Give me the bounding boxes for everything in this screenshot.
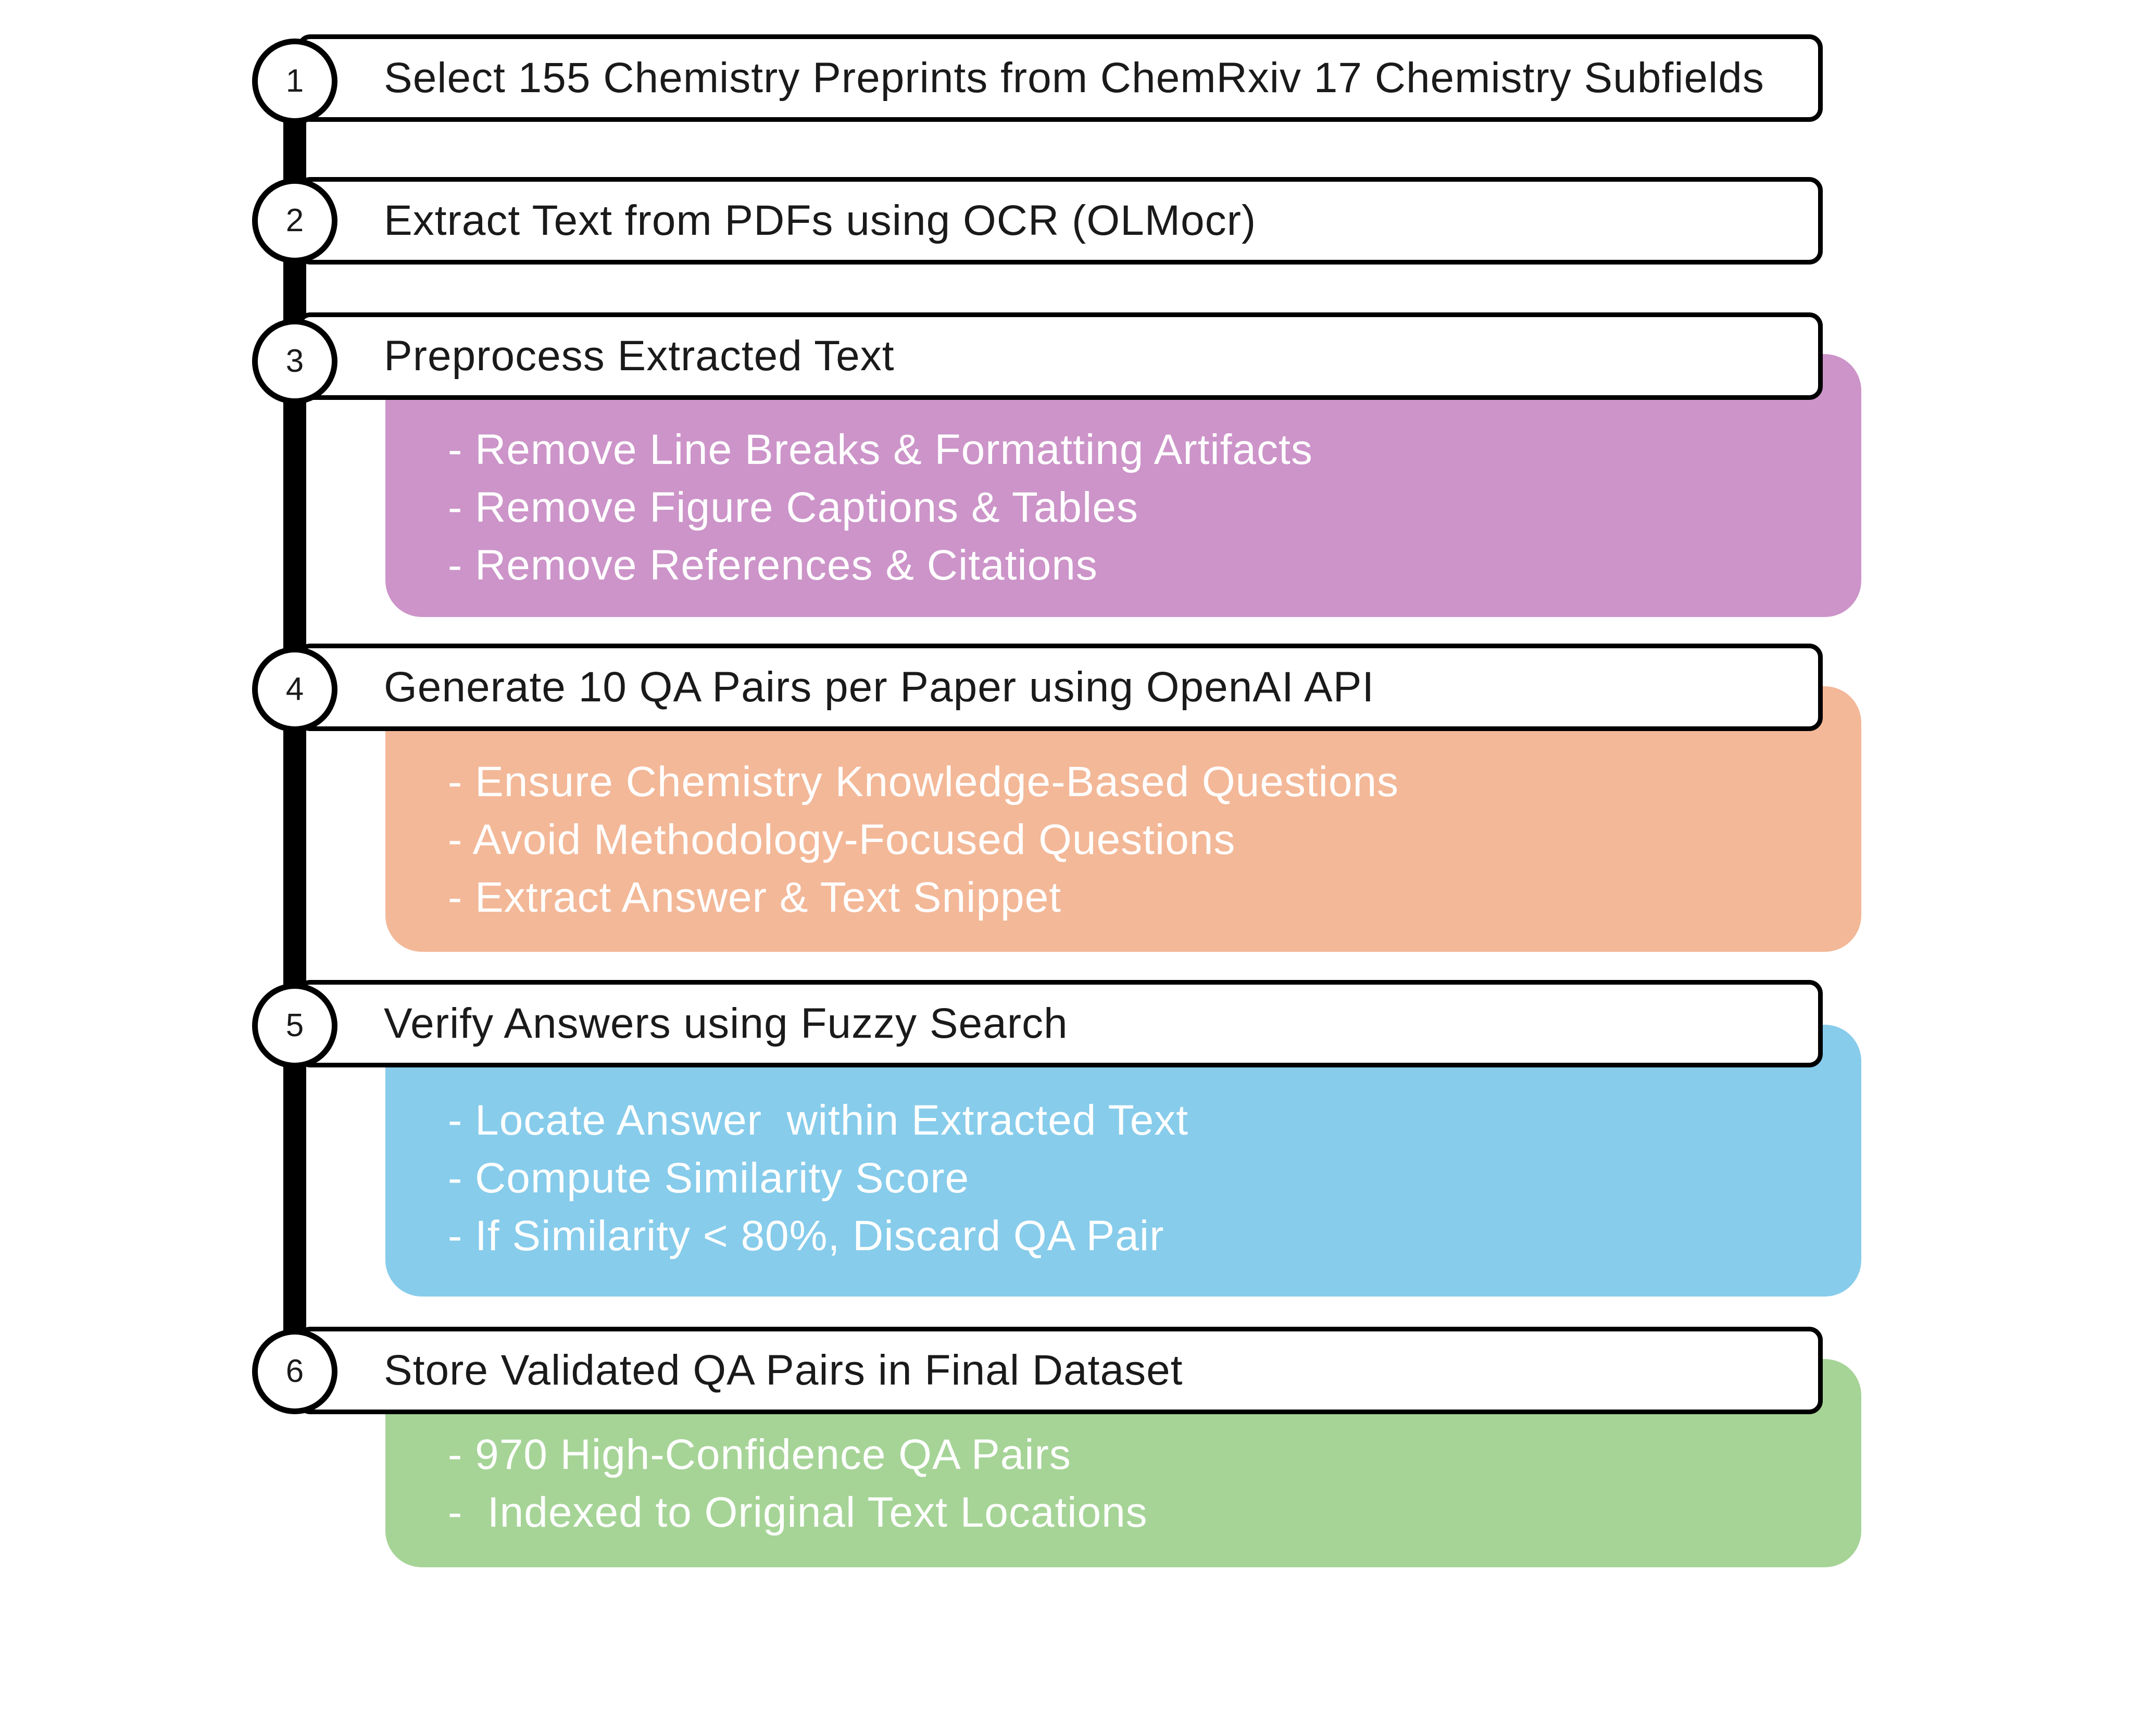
step-3-detail-2: - Remove Figure Captions & Tables (448, 484, 1138, 531)
step-5-box: Verify Answers using Fuzzy Search (297, 980, 1823, 1067)
step-2-title: Extract Text from PDFs using OCR (OLMocr… (384, 197, 1257, 244)
step-5-number-circle: 5 (252, 983, 337, 1068)
step-3-number-circle: 3 (252, 319, 337, 404)
step-6-detail-1: - 970 High-Confidence QA Pairs (448, 1431, 1071, 1478)
step-4-detail-3: - Extract Answer & Text Snippet (448, 874, 1061, 921)
step-3-detail-3: - Remove References & Citations (448, 542, 1098, 589)
step-1-title: Select 155 Chemistry Preprints from Chem… (384, 54, 1764, 102)
step-3-title: Preprocess Extracted Text (384, 332, 895, 380)
step-4-title: Generate 10 QA Pairs per Paper using Ope… (384, 663, 1375, 711)
step-4-detail-1: - Ensure Chemistry Knowledge-Based Quest… (448, 758, 1399, 806)
step-3-detail-1: - Remove Line Breaks & Formatting Artifa… (448, 426, 1313, 473)
step-2-box: Extract Text from PDFs using OCR (OLMocr… (297, 177, 1823, 265)
step-6-detail-2: - Indexed to Original Text Locations (448, 1489, 1148, 1536)
step-5-detail-3: - If Similarity < 80%, Discard QA Pair (448, 1212, 1164, 1260)
step-4-detail-2: - Avoid Methodology-Focused Questions (448, 816, 1236, 863)
step-5-detail-1: - Locate Answer within Extracted Text (448, 1097, 1189, 1144)
step-1-box: Select 155 Chemistry Preprints from Chem… (297, 34, 1823, 122)
step-6-number-circle: 6 (252, 1329, 337, 1414)
step-4-box: Generate 10 QA Pairs per Paper using Ope… (297, 644, 1823, 731)
step-3-box: Preprocess Extracted Text (297, 312, 1823, 400)
step-6-title: Store Validated QA Pairs in Final Datase… (384, 1347, 1183, 1394)
step-1-number-circle: 1 (252, 39, 337, 124)
step-5-detail-panel: - Locate Answer within Extracted Text - … (385, 1025, 1861, 1297)
step-5-title: Verify Answers using Fuzzy Search (384, 1000, 1068, 1047)
step-2-number-circle: 2 (252, 178, 337, 263)
step-4-number-circle: 4 (252, 647, 337, 732)
step-5-detail-2: - Compute Similarity Score (448, 1154, 970, 1202)
step-6-box: Store Validated QA Pairs in Final Datase… (297, 1327, 1823, 1414)
